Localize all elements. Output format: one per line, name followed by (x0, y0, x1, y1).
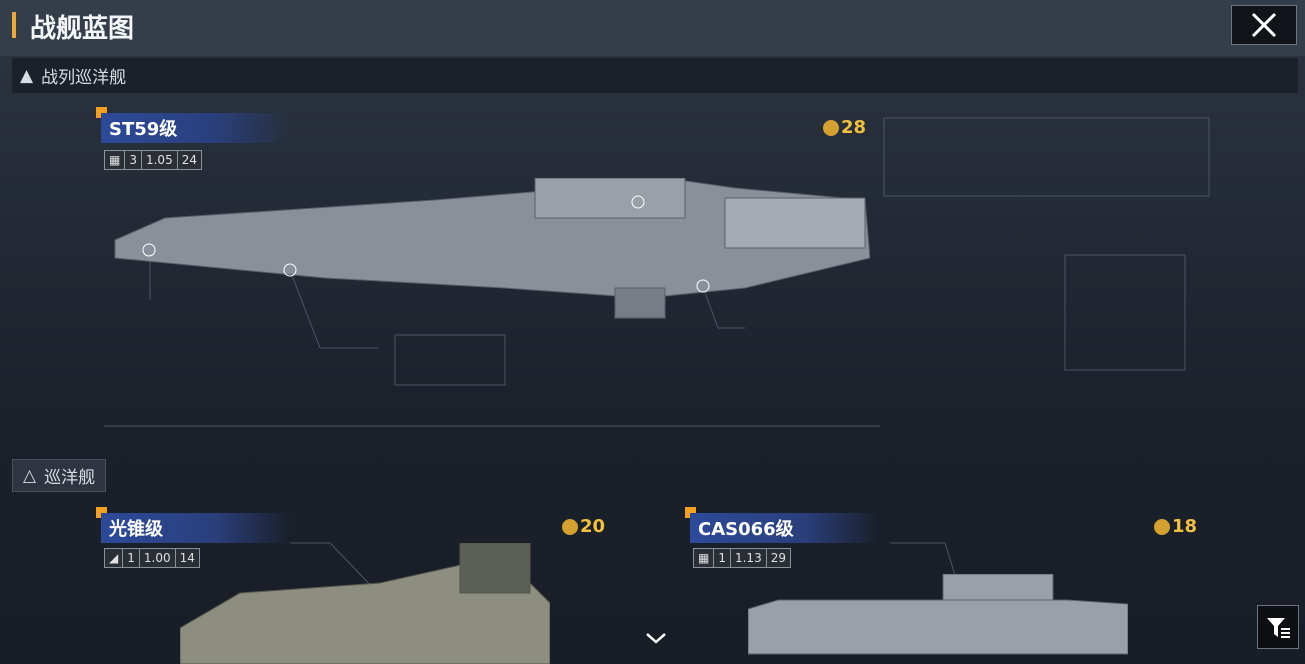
header-bar (0, 0, 1305, 56)
section-header-battlecruiser: ▲ 战列巡洋舰 (12, 58, 1298, 93)
cruiser-icon: △ (23, 465, 37, 486)
new-badge (96, 507, 107, 518)
hull-icon: ▦ (105, 151, 126, 169)
battlecruiser-icon: ▲ (20, 65, 34, 86)
ship-name: CAS066级 (690, 513, 880, 543)
ship-price: 18 (1154, 516, 1197, 537)
hull-icon: ▦ (694, 549, 715, 567)
filter-button[interactable] (1257, 605, 1299, 649)
close-icon (1251, 12, 1277, 38)
ship-name: 光锥级 (101, 513, 291, 543)
coin-icon (823, 119, 839, 136)
coin-icon (562, 518, 578, 535)
new-badge (685, 507, 696, 518)
filter-icon (1267, 618, 1290, 638)
section-header-cruiser: △ 巡洋舰 (12, 459, 107, 492)
ship-price: 28 (823, 117, 866, 138)
hull-icon: ◢ (105, 549, 124, 567)
ship-name: ST59级 (101, 113, 291, 143)
ship-image (748, 574, 1128, 655)
page-title: 战舰蓝图 (30, 14, 135, 44)
ship-image (180, 543, 550, 664)
title-accent (12, 12, 16, 38)
ship-price: 20 (562, 516, 605, 537)
coin-icon (1154, 518, 1170, 535)
close-button[interactable] (1231, 5, 1297, 45)
ship-image (114, 178, 870, 319)
scroll-down-icon[interactable] (645, 632, 667, 646)
blueprint-area (0, 56, 1305, 664)
new-badge (96, 107, 107, 118)
